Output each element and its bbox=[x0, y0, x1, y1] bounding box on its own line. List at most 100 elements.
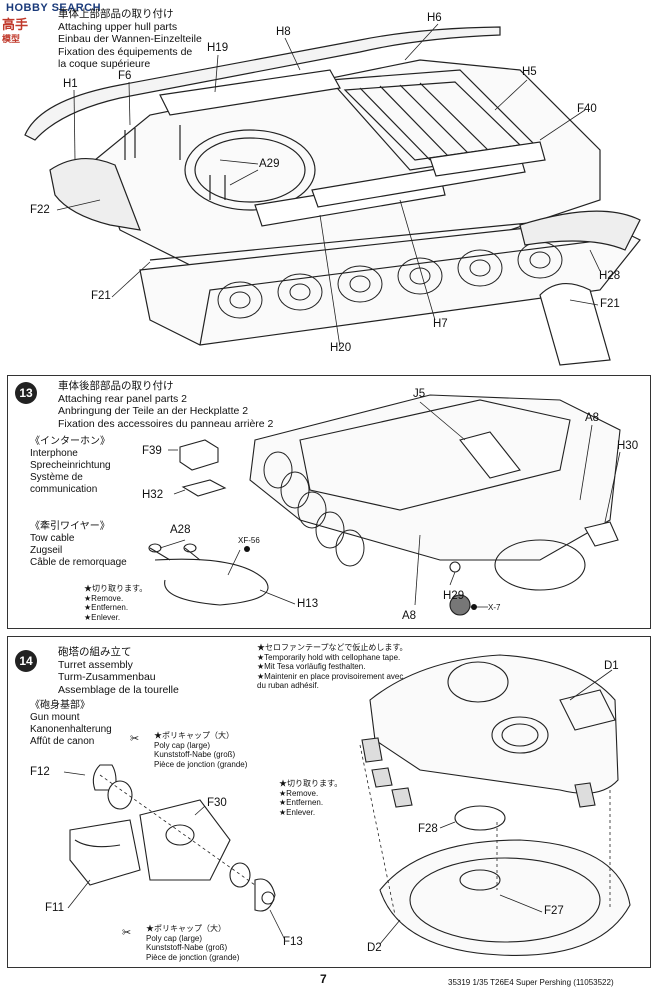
gunmount-de: Kanonenhalterung bbox=[30, 724, 112, 735]
part-f11: F11 bbox=[45, 902, 64, 914]
part-a8-b: A8 bbox=[402, 610, 417, 622]
tape-jp: ★セロファンテープなどで仮止めします。 bbox=[257, 643, 408, 652]
remove-de: ★Entfernen. bbox=[84, 603, 129, 612]
part-h5: H5 bbox=[522, 66, 537, 78]
polycap-a-fr: Pièce de jonction (grande) bbox=[154, 759, 248, 769]
tape-de: ★Mit Tesa vorläufig festhalten. bbox=[257, 662, 366, 671]
step-12-title-de: Einbau der Wannen-Einzelteile bbox=[58, 33, 202, 45]
part-a8-a: A8 bbox=[585, 412, 600, 424]
part-f27: F27 bbox=[544, 905, 564, 917]
step-13-title-en: Attaching rear panel parts 2 bbox=[58, 392, 187, 405]
towcable-en: Tow cable bbox=[30, 533, 75, 544]
step-12-title-jp: 車体上部部品の取り付け bbox=[58, 8, 174, 20]
part-f28: F28 bbox=[418, 823, 438, 835]
step-14-title-de: Turm-Zusammenbau bbox=[58, 671, 156, 683]
svg-text:✂: ✂ bbox=[122, 926, 131, 939]
part-j5: J5 bbox=[413, 388, 426, 400]
part-h1: H1 bbox=[63, 78, 78, 90]
gunmount-fr: Affût de canon bbox=[30, 736, 95, 747]
interphone-jp: 《インターホン》 bbox=[30, 436, 110, 447]
watermark-site: HOBBY SEARCH bbox=[6, 2, 102, 14]
gunmount-en: Gun mount bbox=[30, 712, 80, 723]
paint-x7: X-7 bbox=[488, 603, 501, 612]
remove14-jp: ★切り取ります。 bbox=[279, 779, 343, 788]
part-h29: H29 bbox=[443, 590, 465, 602]
paint-xf56: XF-56 bbox=[238, 536, 260, 545]
remove-fr: ★Enlever. bbox=[84, 612, 121, 622]
step-14-title-en: Turret assembly bbox=[58, 658, 133, 671]
tape-en: ★Temporarily hold with cellophane tape. bbox=[257, 652, 401, 662]
step-14-number: 14 bbox=[15, 650, 37, 672]
towcable-de: Zugseil bbox=[30, 545, 63, 556]
step-13-panel bbox=[7, 375, 651, 629]
step-14-title-fr: Assemblage de la tourelle bbox=[58, 683, 179, 696]
part-f21-b: F21 bbox=[600, 298, 620, 310]
polycap-b-de: Kunststoff-Nabe (groß) bbox=[146, 943, 228, 952]
part-f6: F6 bbox=[118, 70, 132, 82]
gunmount-label: 《砲身基部》 Gun mount Kanonenhalterung Affût … bbox=[30, 700, 112, 748]
interphone-en: Interphone bbox=[30, 448, 78, 459]
part-f13: F13 bbox=[283, 936, 303, 948]
part-h13: H13 bbox=[297, 598, 319, 610]
step-14-title: 砲塔の組み立て Turret assembly Turm-Zusammenbau… bbox=[58, 646, 179, 696]
towcable-jp: 《牽引ワイヤー》 bbox=[30, 521, 110, 532]
remove14-en: ★Remove. bbox=[279, 788, 319, 798]
step-14-title-jp: 砲塔の組み立て bbox=[58, 646, 132, 658]
interphone-fr1: Système de bbox=[30, 472, 83, 483]
part-d1: D1 bbox=[604, 660, 619, 672]
part-h20: H20 bbox=[330, 342, 352, 354]
svg-text:✂: ✂ bbox=[130, 732, 139, 745]
gunmount-jp: 《砲身基部》 bbox=[30, 700, 90, 711]
watermark-jp2: 模型 bbox=[2, 34, 21, 44]
part-d2: D2 bbox=[367, 942, 382, 954]
remove14-fr: ★Enlever. bbox=[279, 807, 316, 817]
polycap-b-fr: Pièce de jonction (grande) bbox=[146, 952, 240, 962]
step-13-title-fr: Fixation des accessoires du panneau arri… bbox=[58, 417, 274, 430]
step-12-title-en: Attaching upper hull parts bbox=[58, 20, 178, 33]
step-13-title: 車体後部部品の取り付け Attaching rear panel parts 2… bbox=[58, 380, 273, 430]
polycap-b-en: Poly cap (large) bbox=[146, 933, 203, 943]
step-13-remove-note: ★切り取ります。 ★Remove. ★Entfernen. ★Enlever. bbox=[84, 584, 147, 622]
step-12-title-fr2: la coque supérieure bbox=[58, 58, 151, 70]
part-f40: F40 bbox=[577, 103, 597, 115]
step-14-panel bbox=[7, 636, 651, 968]
part-f22: F22 bbox=[30, 204, 50, 216]
remove-en: ★Remove. bbox=[84, 593, 124, 603]
tape-note: ★セロファンテープなどで仮止めします。 ★Temporarily hold wi… bbox=[257, 643, 408, 691]
polycap-note-b: ★ポリキャップ（大） Poly cap (large) Kunststoff-N… bbox=[146, 924, 239, 962]
part-f12: F12 bbox=[30, 766, 50, 778]
product-code: 35319 1/35 T26E4 Super Pershing (1105352… bbox=[448, 978, 614, 987]
polycap-note-a: ★ポリキャップ（大） Poly cap (large) Kunststoff-N… bbox=[154, 731, 247, 769]
step-12-title-fr1: Fixation des équipements de bbox=[58, 45, 193, 58]
part-f30: F30 bbox=[207, 797, 227, 809]
part-h32: H32 bbox=[142, 489, 164, 501]
interphone-de: Sprecheinrichtung bbox=[30, 460, 111, 471]
remove14-de: ★Entfernen. bbox=[279, 798, 324, 807]
polycap-a-de: Kunststoff-Nabe (groß) bbox=[154, 750, 236, 759]
towcable-label: 《牽引ワイヤー》 Tow cable Zugseil Câble de remo… bbox=[30, 521, 127, 569]
watermark-jp1: 高手 bbox=[2, 17, 29, 32]
interphone-label: 《インターホン》 Interphone Sprecheinrichtung Sy… bbox=[30, 436, 111, 496]
hull-drawing bbox=[24, 23, 641, 366]
step-12-title: 車体上部部品の取り付け Attaching upper hull parts E… bbox=[58, 8, 202, 71]
remove-jp: ★切り取ります。 bbox=[84, 584, 148, 593]
part-a28: A28 bbox=[170, 524, 191, 536]
part-a29: A29 bbox=[259, 158, 280, 170]
step-13-title-de: Anbringung der Teile an der Heckplatte 2 bbox=[58, 405, 249, 417]
part-f21-a: F21 bbox=[91, 290, 111, 302]
step-14-remove-note: ★切り取ります。 ★Remove. ★Entfernen. ★Enlever. bbox=[279, 779, 342, 817]
tape-fr2: du ruban adhésif. bbox=[257, 681, 319, 690]
part-h19: H19 bbox=[207, 42, 229, 54]
part-h8: H8 bbox=[276, 26, 291, 38]
interphone-fr2: communication bbox=[30, 484, 98, 495]
step-13-number: 13 bbox=[15, 382, 37, 404]
polycap-a-en: Poly cap (large) bbox=[154, 740, 211, 750]
step-13-title-jp: 車体後部部品の取り付け bbox=[58, 380, 174, 392]
page-number: 7 bbox=[320, 972, 327, 986]
polycap-b-jp: ★ポリキャップ（大） bbox=[146, 924, 226, 933]
polycap-a-jp: ★ポリキャップ（大） bbox=[154, 731, 234, 740]
tape-fr1: ★Maintenir en place provisoirement avec bbox=[257, 671, 404, 681]
part-f39: F39 bbox=[142, 445, 162, 457]
